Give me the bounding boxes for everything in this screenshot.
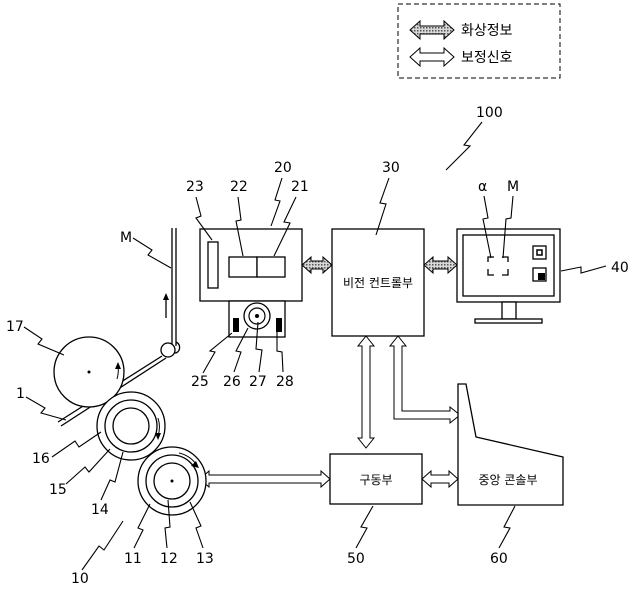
leader-16 — [51, 431, 102, 458]
leader-10 — [81, 520, 124, 571]
leader-40 — [560, 265, 607, 274]
roller-11-center — [170, 479, 174, 483]
leader-14 — [100, 451, 124, 501]
image-info-arrow-icon — [409, 19, 455, 41]
sensor-element-23 — [207, 241, 219, 289]
numeral-30: 30 — [382, 160, 400, 176]
monitor-icon-top — [532, 245, 547, 260]
roi-bracket-bl — [487, 269, 494, 276]
legend-correction-signal-label: 보정신호 — [461, 50, 513, 66]
correction-arrow-controller-drive — [356, 335, 376, 449]
web-direction-arrowhead-icon — [163, 293, 169, 300]
central-console-shape — [457, 383, 564, 506]
numeral-60: 60 — [490, 551, 508, 567]
legend-frame — [397, 3, 561, 79]
leader-27 — [255, 321, 263, 373]
numeral-20: 20 — [274, 160, 292, 176]
image-info-arrow-controller-monitor — [423, 255, 458, 275]
sensor-element-22 — [228, 256, 258, 278]
numeral-17: 17 — [6, 319, 24, 335]
leader-1 — [25, 396, 67, 421]
monitor-base — [474, 318, 543, 324]
web-guide-pulley — [160, 342, 176, 358]
correction-signal-arrow-icon — [409, 46, 455, 68]
numeral-1: 1 — [16, 386, 25, 402]
leader-22 — [235, 196, 244, 257]
symbol-M: M — [120, 230, 132, 246]
symbol-alpha: α — [478, 179, 487, 195]
numeral-50: 50 — [347, 551, 365, 567]
numeral-10: 10 — [71, 571, 89, 587]
roller-16-arrowhead-icon — [155, 433, 161, 440]
numeral-12: 12 — [160, 551, 178, 567]
leader-23 — [195, 196, 213, 241]
numeral-28: 28 — [276, 374, 294, 390]
numeral-13: 13 — [196, 551, 214, 567]
drive-unit-label: 구동부 — [359, 473, 392, 487]
leader-alpha — [482, 195, 492, 259]
roller-17-center — [87, 370, 91, 374]
numeral-21: 21 — [291, 179, 309, 195]
numeral-27: 27 — [249, 374, 267, 390]
numeral-11: 11 — [124, 551, 142, 567]
roller-14-core — [112, 407, 150, 445]
numeral-26: 26 — [223, 374, 241, 390]
roi-bracket-tr — [502, 256, 509, 262]
leader-20 — [270, 177, 283, 227]
leader-100 — [445, 121, 483, 171]
roller-15-ring — [104, 399, 158, 453]
leader-15 — [65, 448, 111, 485]
leader-21 — [273, 196, 297, 257]
leader-13 — [189, 501, 204, 549]
monitor-icon-top-mark — [536, 249, 543, 256]
correction-arrow-drive-console — [421, 469, 459, 489]
legend: 화상정보 보정신호 — [397, 3, 561, 79]
numeral-22: 22 — [230, 179, 248, 195]
roi-bracket-tl — [487, 256, 494, 262]
numeral-100: 100 — [476, 105, 503, 121]
monitor-screen — [462, 234, 555, 297]
monitor — [456, 228, 561, 324]
legend-image-info-label: 화상정보 — [461, 23, 513, 39]
numeral-16: 16 — [32, 451, 50, 467]
correction-arrow-roller-drive — [199, 469, 331, 489]
central-console-label: 중앙 콘솔부 — [478, 473, 537, 487]
monitor-neck — [501, 301, 517, 320]
drive-unit-box — [329, 453, 423, 505]
vision-controller-label: 비전 컨트롤부 — [343, 276, 413, 290]
lighting-bracket-right — [276, 318, 282, 332]
leader-26 — [233, 327, 249, 373]
numeral-15: 15 — [49, 482, 67, 498]
symbol-M-monitor: M — [507, 179, 519, 195]
sensor-element-21 — [256, 256, 286, 278]
lens-center — [255, 314, 259, 318]
monitor-icon-bottom-mark — [538, 273, 545, 280]
leader-28 — [276, 330, 284, 373]
leader-50 — [355, 505, 374, 549]
roller-17-arrowhead-icon — [115, 362, 121, 369]
numeral-40: 40 — [611, 260, 629, 276]
numeral-14: 14 — [91, 502, 109, 518]
roi-bracket-br — [502, 269, 509, 276]
leader-30 — [375, 177, 390, 236]
leader-M — [132, 237, 172, 269]
image-info-arrow-sensor-controller — [301, 255, 333, 275]
lighting-bracket-left — [233, 318, 239, 332]
numeral-23: 23 — [186, 179, 204, 195]
roller-12-ring — [145, 454, 199, 508]
leader-11 — [133, 503, 151, 549]
numeral-25: 25 — [191, 374, 209, 390]
leader-M-monitor — [502, 195, 514, 259]
correction-arrow-controller-console — [388, 335, 461, 425]
leader-12 — [164, 499, 171, 549]
roller-13-arrowhead-icon — [191, 461, 199, 468]
leader-17 — [23, 326, 65, 356]
leader-25 — [202, 332, 233, 374]
vision-sensor-unit — [199, 228, 303, 338]
leader-60 — [498, 505, 516, 549]
